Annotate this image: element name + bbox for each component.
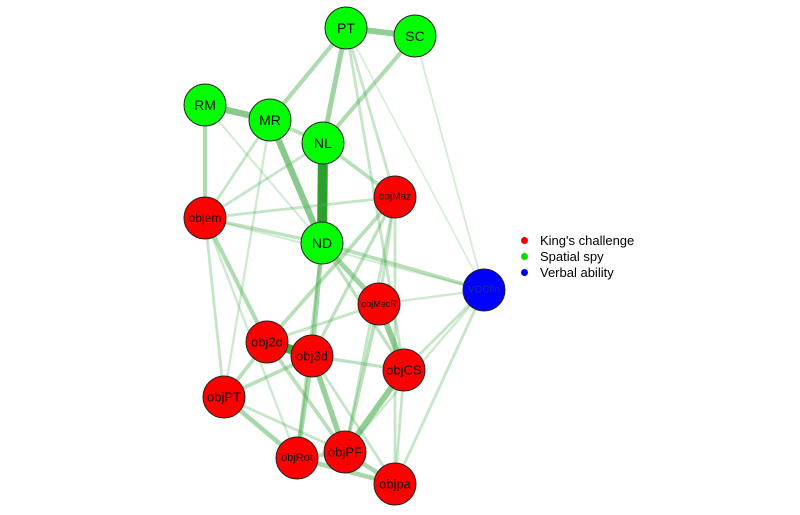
node-obj2d: obj2d <box>245 320 289 364</box>
node-objPF: objPF <box>323 430 367 474</box>
node-objMaz: objMaz <box>373 175 417 219</box>
node-label: objMecR <box>361 299 397 309</box>
node-circle <box>324 6 368 50</box>
node-circle <box>290 334 334 378</box>
node-circle <box>202 375 246 419</box>
edge-objem-objMaz <box>204 195 396 220</box>
edge-objMaz-objPF <box>343 196 397 453</box>
node-objCS: objCS <box>382 348 426 392</box>
node-circle <box>301 121 345 165</box>
edge-objPT-objPF <box>223 395 346 454</box>
edge-MR-objPT <box>222 119 272 398</box>
edge-objMaz-obj3d <box>310 196 397 357</box>
node-ND: ND <box>300 221 344 265</box>
edge-ND-VOCfin <box>321 241 485 292</box>
node-label: objCS <box>386 363 422 378</box>
legend-label: Spatial spy <box>540 248 604 264</box>
node-label: RM <box>194 97 216 113</box>
node-objRot: objRot <box>275 436 319 480</box>
node-label: SC <box>405 28 424 44</box>
legend-item-spatial-spy: Spatial spy <box>519 248 634 264</box>
node-SC: SC <box>393 14 437 58</box>
edge-obj2d-objPF <box>265 340 347 454</box>
node-circle <box>245 320 289 364</box>
edge-NL-objem <box>204 141 324 220</box>
node-circle <box>248 98 292 142</box>
edge-objem-VOCfin <box>204 216 485 292</box>
edge-obj3d-objpa <box>310 355 397 485</box>
red-dot-icon <box>521 236 528 244</box>
node-circle <box>300 221 344 265</box>
node-objMecR: objMecR <box>357 282 401 326</box>
node-label: PT <box>337 20 355 36</box>
node-label: MR <box>259 112 281 128</box>
edge-PT-VOCfin <box>345 27 485 291</box>
legend-item-verbal-ability: Verbal ability <box>519 264 634 280</box>
legend-label: Verbal ability <box>540 264 614 280</box>
node-label: obj3d <box>296 349 328 364</box>
node-circle <box>323 430 367 474</box>
node-circle <box>462 268 506 312</box>
node-label: objem <box>189 211 222 225</box>
edge-RM-ND <box>204 104 323 244</box>
node-label: objPF <box>328 445 362 460</box>
node-obj3d: obj3d <box>290 334 334 378</box>
node-circle <box>357 282 401 326</box>
node-label: objMaz <box>379 192 411 203</box>
node-circle <box>373 175 417 219</box>
node-label: objpa <box>379 477 412 492</box>
node-NL: NL <box>301 121 345 165</box>
node-label: ND <box>312 235 332 251</box>
edge-objMecR-objPF <box>343 303 381 453</box>
edge-PT-objMaz <box>344 27 397 198</box>
node-objem: objem <box>183 196 227 240</box>
node-PT: PT <box>324 6 368 50</box>
edge-objMaz-obj2d <box>265 195 397 344</box>
edge-objem-obj2d <box>203 217 269 343</box>
edge-objem-objPT <box>203 217 226 398</box>
node-circle <box>183 83 227 127</box>
legend-item-kings-challenge: King's challenge <box>519 232 634 248</box>
node-circle <box>275 436 319 480</box>
edge-MR-ND <box>267 118 325 245</box>
green-dot-icon <box>521 252 528 260</box>
node-circle <box>183 196 227 240</box>
node-label: objPT <box>207 390 241 405</box>
node-VOCfin: VOCfin <box>462 268 506 312</box>
node-label: NL <box>314 135 332 151</box>
edges-layer <box>202 25 486 487</box>
edge-VOCfin-objpa <box>393 289 486 485</box>
blue-dot-icon <box>521 268 528 276</box>
edge-SC-NL <box>321 34 417 145</box>
node-label: objRot <box>281 452 313 464</box>
node-objPT: objPT <box>202 375 246 419</box>
node-objpa: objpa <box>373 462 417 506</box>
node-circle <box>393 14 437 58</box>
node-MR: MR <box>248 98 292 142</box>
edge-SC-VOCfin <box>414 35 485 291</box>
legend: King's challenge Spatial spy Verbal abil… <box>519 232 634 280</box>
legend-label: King's challenge <box>540 232 635 248</box>
node-label: obj2d <box>251 335 283 350</box>
node-RM: RM <box>183 83 227 127</box>
node-circle <box>382 348 426 392</box>
node-label: VOCfin <box>468 285 500 296</box>
node-circle <box>373 462 417 506</box>
